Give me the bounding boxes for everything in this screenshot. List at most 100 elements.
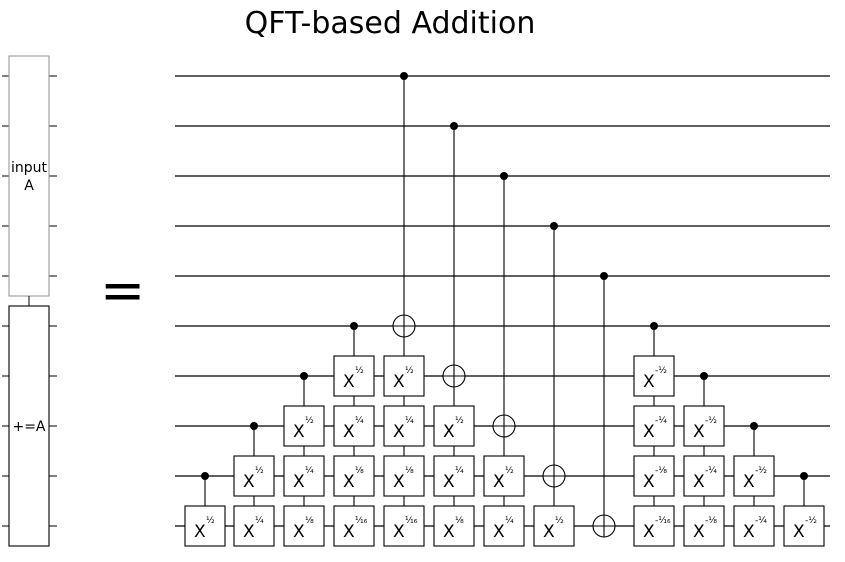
gate-symbol: X (393, 372, 405, 392)
x-power-gate (733, 455, 775, 497)
x-power-gate (483, 505, 525, 547)
gate-exponent: -½ (755, 466, 767, 476)
control-dot (750, 422, 758, 430)
gate-exponent: ½ (555, 516, 564, 526)
gate-exponent: ⅛ (405, 466, 414, 476)
control-dot (500, 172, 508, 180)
gate-symbol: X (443, 522, 455, 542)
control-dot (650, 322, 658, 330)
control-dot (350, 322, 358, 330)
block-label: +=A (12, 419, 45, 435)
gate-exponent: ¼ (455, 466, 464, 476)
gate-exponent: ¹⁄₁₆ (355, 516, 368, 526)
control-dot (600, 272, 608, 280)
gate-exponent: ¹⁄₁₆ (405, 516, 418, 526)
gate-exponent: -¼ (705, 466, 717, 476)
x-power-gate (233, 455, 275, 497)
x-power-gate (283, 405, 325, 447)
equals-sign: = (100, 259, 146, 322)
gate-symbol: X (343, 522, 355, 542)
gate-exponent: ½ (206, 516, 215, 526)
gate-exponent: ⅛ (305, 516, 314, 526)
gate-exponent: ½ (305, 416, 314, 426)
x-power-gate (333, 405, 375, 447)
x-power-gate (383, 405, 425, 447)
gate-symbol: X (493, 472, 505, 492)
gate-symbol: X (343, 422, 355, 442)
x-power-gate (333, 355, 375, 397)
x-power-gate (433, 405, 475, 447)
x-power-gate (184, 505, 226, 547)
block-label: A (24, 178, 34, 194)
gate-symbol: X (393, 522, 405, 542)
gate-symbol: X (343, 372, 355, 392)
gate-exponent: -¹⁄₁₆ (655, 516, 671, 526)
x-power-gate (633, 505, 675, 547)
gate-symbol: X (643, 372, 655, 392)
add-a-block (8, 305, 50, 547)
gate-symbol: X (693, 522, 705, 542)
gate-exponent: -½ (655, 366, 667, 376)
gate-exponent: ¼ (305, 466, 314, 476)
control-dot (450, 122, 458, 130)
gate-symbol: X (243, 522, 255, 542)
gate-symbol: X (693, 472, 705, 492)
gate-symbol: X (493, 522, 505, 542)
gate-exponent: ⅛ (455, 516, 464, 526)
gate-exponent: ½ (505, 466, 514, 476)
gate-symbol: X (743, 472, 755, 492)
x-power-gate (383, 355, 425, 397)
gate-exponent: ⅛ (355, 466, 364, 476)
gate-exponent: ¼ (255, 516, 264, 526)
gate-exponent: ¼ (355, 416, 364, 426)
gate-symbol: X (443, 422, 455, 442)
gate-symbol: X (643, 472, 655, 492)
gate-symbol: X (793, 522, 805, 542)
x-power-gate (633, 455, 675, 497)
x-power-gate (683, 455, 725, 497)
x-power-gate (783, 505, 825, 547)
gate-symbol: X (543, 522, 555, 542)
input-a-block (8, 55, 50, 297)
control-dot (201, 472, 209, 480)
x-power-gate (633, 355, 675, 397)
gate-symbol: X (343, 472, 355, 492)
gate-exponent: ½ (255, 466, 264, 476)
gate-symbol: X (243, 472, 255, 492)
gate-exponent: ¼ (505, 516, 514, 526)
gate-exponent: -⅛ (655, 466, 667, 476)
gate-symbol: X (293, 472, 305, 492)
x-power-gate (683, 505, 725, 547)
gate-symbol: X (643, 422, 655, 442)
gate-exponent: -½ (805, 516, 817, 526)
control-dot (400, 72, 408, 80)
gate-symbol: X (693, 422, 705, 442)
x-power-gate (483, 455, 525, 497)
control-dot (700, 372, 708, 380)
gate-symbol: X (643, 522, 655, 542)
control-dot (250, 422, 258, 430)
x-power-gate (383, 505, 425, 547)
x-power-gate (333, 505, 375, 547)
gate-symbol: X (743, 522, 755, 542)
x-power-gate (683, 405, 725, 447)
x-power-gate (283, 455, 325, 497)
control-dot (800, 472, 808, 480)
control-dot (300, 372, 308, 380)
block-label: input (11, 160, 48, 176)
diagram-title: QFT-based Addition (244, 6, 536, 41)
gate-exponent: ½ (455, 416, 464, 426)
gate-symbol: X (293, 522, 305, 542)
x-power-gate (283, 505, 325, 547)
gate-exponent: -¼ (655, 416, 667, 426)
gate-exponent: ½ (355, 366, 364, 376)
gate-symbol: X (293, 422, 305, 442)
x-power-gate (633, 405, 675, 447)
x-power-gate (433, 455, 475, 497)
gate-exponent: ¼ (405, 416, 414, 426)
x-power-gate (233, 505, 275, 547)
gate-exponent: -¼ (755, 516, 767, 526)
x-power-gate (383, 455, 425, 497)
gate-exponent: -½ (705, 416, 717, 426)
x-power-gate (733, 505, 775, 547)
